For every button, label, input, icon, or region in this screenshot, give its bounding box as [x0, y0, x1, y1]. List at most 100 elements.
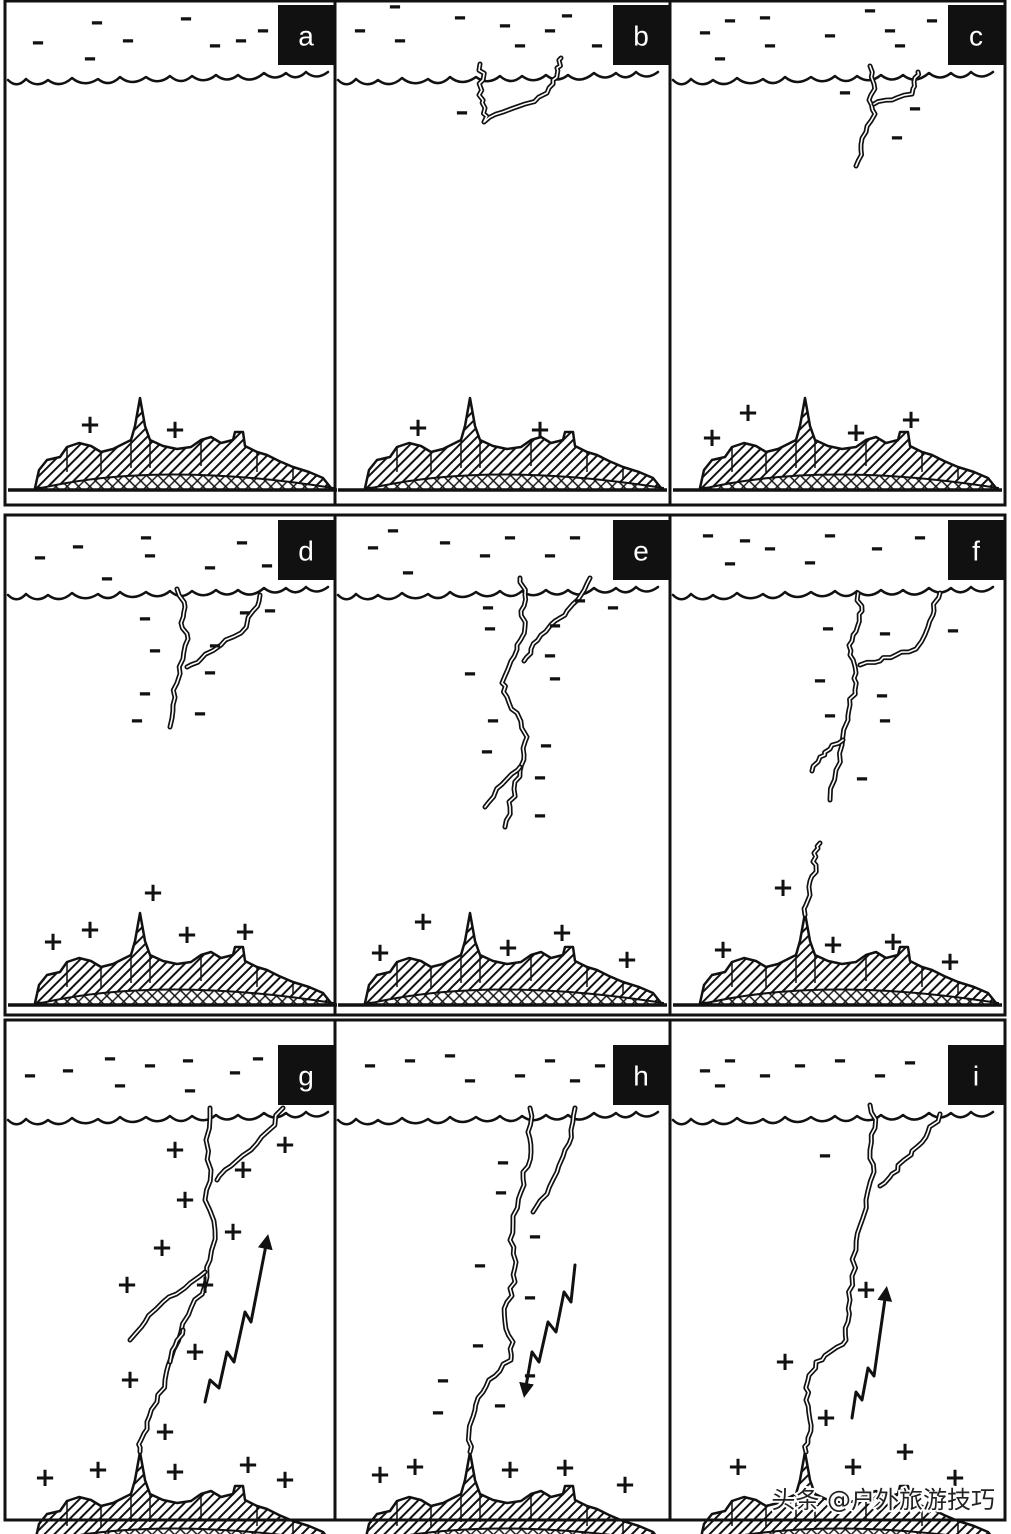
negative-charge-sign: – [464, 1065, 477, 1095]
lightning-leader-channel-core [811, 739, 844, 772]
positive-charge-sign: + [407, 413, 429, 443]
negative-charge-sign: – [534, 800, 547, 830]
lightning-leader-channel [214, 1105, 286, 1183]
positive-charge-sign: + [882, 927, 904, 957]
negative-charge-sign: – [32, 27, 45, 57]
positive-charge-sign: + [944, 1463, 966, 1493]
positive-charge-sign: + [164, 415, 186, 445]
negative-charge-sign: – [140, 522, 153, 552]
negative-charge-sign: – [257, 15, 270, 45]
negative-charge-sign: – [432, 1397, 445, 1427]
negative-charge-sign: – [561, 0, 574, 30]
panel-content: ––––––––––++ [336, 0, 667, 492]
house-wall-lines [731, 440, 959, 480]
negative-charge-sign: – [699, 1055, 712, 1085]
positive-charge-sign: + [815, 1403, 837, 1433]
negative-charge-sign: – [454, 2, 467, 32]
positive-charge-sign: + [497, 933, 519, 963]
lightning-leader-channel-core [803, 1104, 877, 1453]
town-buildings-with-church-spire [35, 1450, 327, 1534]
positive-charge-sign: + [234, 917, 256, 947]
positive-charge-sign: + [174, 1185, 196, 1215]
negative-charge-sign: – [814, 665, 827, 695]
positive-charge-sign: + [404, 1452, 426, 1482]
lightning-leader-channel-core [186, 594, 261, 668]
negative-charge-sign: – [876, 680, 889, 710]
negative-charge-sign: – [364, 1050, 377, 1080]
lightning-leader-channel [499, 575, 530, 830]
negative-charge-sign: – [514, 30, 527, 60]
negative-charge-sign: – [699, 17, 712, 47]
negative-charge-sign: – [544, 15, 557, 45]
negative-charge-sign: – [499, 10, 512, 40]
panel-content: ––––––––––––––––––+++++ [336, 1040, 660, 1534]
positive-charge-sign: + [701, 423, 723, 453]
negative-charge-sign: – [494, 1390, 507, 1420]
lightning-leader-channel-core [855, 65, 876, 167]
negative-charge-sign: – [594, 1050, 607, 1080]
positive-charge-sign: + [87, 1455, 109, 1485]
positive-charge-sign: + [176, 920, 198, 950]
negative-charge-sign: – [261, 550, 274, 580]
negative-charge-sign: – [879, 618, 892, 648]
positive-charge-sign: + [554, 1453, 576, 1483]
negative-charge-sign: – [236, 527, 249, 557]
negative-charge-sign: – [540, 730, 553, 760]
lightning-leader-channel [871, 69, 922, 107]
lightning-leader-channel-core [484, 766, 521, 808]
negative-charge-sign: – [139, 678, 152, 708]
panel-content: –––––––––––––++++ [671, 0, 1002, 492]
negative-charge-sign: – [24, 1060, 37, 1090]
ground-hill [79, 1527, 282, 1534]
lightning-leader-channel-core [873, 71, 920, 105]
lightning-leader-channel-core [216, 1107, 284, 1181]
negative-charge-sign: – [72, 531, 85, 561]
negative-charge-sign: – [549, 610, 562, 640]
negative-charge-sign: – [514, 1060, 527, 1090]
negative-charge-sign: – [84, 43, 97, 73]
negative-charge-sign: – [184, 1075, 197, 1105]
house-wall-lines [731, 1494, 959, 1534]
negative-charge-sign: – [481, 736, 494, 766]
panel-label-box [278, 520, 334, 580]
positive-charge-sign: + [164, 1135, 186, 1165]
panel-label: a [298, 21, 314, 52]
positive-charge-sign: + [194, 1270, 216, 1300]
lightning-leader-channel [167, 586, 191, 730]
positive-charge-sign: + [614, 1470, 636, 1500]
positive-charge-sign: + [855, 1275, 877, 1305]
panel-label: h [633, 1061, 649, 1092]
lightning-leader-channel-core [169, 1329, 184, 1363]
ground-hill [697, 988, 999, 1006]
negative-charge-sign: – [874, 1060, 887, 1090]
negative-charge-sign: – [607, 592, 620, 622]
negative-charge-sign: – [439, 527, 452, 557]
negative-charge-sign: – [91, 7, 104, 37]
ground-hill [32, 473, 334, 491]
lightning-leader-channel-core [467, 1107, 533, 1453]
panel-content: ––––––––––––––––+++++ [671, 520, 1002, 1007]
negative-charge-sign: – [822, 613, 835, 643]
panel-label-box [948, 520, 1004, 580]
positive-charge-sign: + [154, 1417, 176, 1447]
ground-hill [362, 473, 664, 491]
negative-charge-sign: – [759, 1060, 772, 1090]
panel-label-box [948, 1045, 1004, 1105]
panel-label-box [613, 1045, 669, 1105]
negative-charge-sign: – [544, 1045, 557, 1075]
panel-label-box [613, 520, 669, 580]
ground-hill [697, 473, 999, 491]
negative-charge-sign: – [229, 1057, 242, 1087]
positive-charge-sign: + [79, 410, 101, 440]
panel-frame [668, 513, 1007, 1017]
panel-label: c [969, 21, 983, 52]
negative-charge-sign: – [856, 763, 869, 793]
negative-charge-sign: – [504, 522, 517, 552]
panel-content: –––––––––––––––––––––+++++ [336, 515, 667, 1007]
negative-charge-sign: – [389, 0, 402, 21]
negative-charge-sign: – [387, 515, 400, 545]
lightning-leader-channel-core [129, 1271, 206, 1341]
negative-charge-sign: – [444, 1040, 457, 1070]
current-direction-arrow [203, 1234, 273, 1404]
